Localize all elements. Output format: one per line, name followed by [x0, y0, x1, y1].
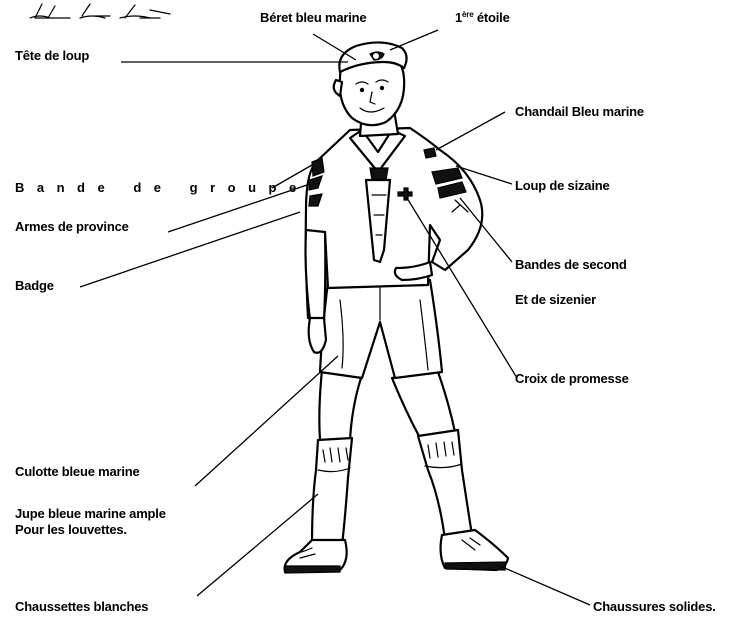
left-sock [312, 438, 352, 545]
province-arms-label: Armes de province [15, 219, 129, 235]
badge-label: Badge [15, 278, 54, 294]
shoes-label: Chaussures solides. [593, 599, 716, 615]
beret-label: Béret bleu marine [260, 10, 366, 26]
six-wolf-label: Loup de sizaine [515, 178, 610, 194]
sixer-label: Et de sizenier [515, 292, 596, 308]
shorts-label: Culotte bleue marine [15, 464, 140, 480]
legs [312, 370, 472, 545]
wolf-head-label: Tête de loup [15, 48, 89, 64]
promise-cross-label: Croix de promesse [515, 371, 629, 387]
group-band-label: Bande de groupe [15, 180, 309, 196]
sweater-label: Chandail Bleu marine [515, 104, 644, 120]
star-word: étoile [473, 10, 509, 25]
skirt-label: Jupe bleue marine ample [15, 506, 166, 522]
skirt-for-label: Pour les louvettes. [15, 522, 127, 538]
socks-label: Chaussettes blanches [15, 599, 148, 615]
star-label: 1ère étoile [455, 10, 510, 28]
second-bands-label: Bandes de second [515, 257, 627, 273]
star-number: 1 [455, 10, 462, 25]
cropped-figures-drawing [30, 4, 170, 18]
star-superscript: ère [462, 10, 473, 19]
